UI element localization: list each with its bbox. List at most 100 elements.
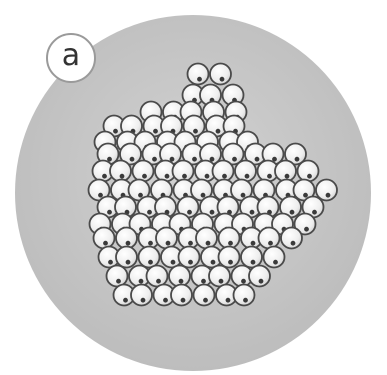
particle-body [194,285,215,306]
particle-dot [255,157,260,162]
particle-dot [187,210,192,215]
particle-body [110,161,131,182]
particle-dot [147,210,152,215]
particle [275,161,296,182]
particle-dot [166,241,171,246]
particle [249,266,270,287]
particle-body [147,266,168,287]
particle-body [316,180,337,201]
particle-dot [123,298,128,303]
particle-dot [267,174,272,179]
particle-dot [307,174,312,179]
particle-dot [206,241,211,246]
particle [234,285,255,306]
particle [259,228,280,249]
particle-dot [148,260,153,265]
particle-dot [259,279,264,284]
particle-dot [138,193,143,198]
particle-body [173,161,194,182]
particle-dot [211,260,216,265]
particle [147,266,168,287]
particle-dot [182,174,187,179]
particle-body [139,247,160,268]
particle-dot [273,260,278,265]
particle [110,161,131,182]
particle [281,228,302,249]
particle [316,180,337,201]
particle [219,247,240,268]
particle-dot [222,174,227,179]
particle-dot [241,193,246,198]
particle-dot [130,157,135,162]
particle-dot [201,279,206,284]
particle-dot [197,77,202,82]
particle [171,285,192,306]
particle-dot [203,298,208,303]
particle [156,228,177,249]
particle-dot [139,279,144,284]
particle-dot [102,174,107,179]
particle-dot [116,279,121,284]
particle-body [298,161,319,182]
particle [235,161,256,182]
particle-dot [181,298,186,303]
particle-dot [295,157,300,162]
particle-dot [107,210,112,215]
particle-dot [226,298,231,303]
particle-dot [220,77,225,82]
particle-dot [188,260,193,265]
particle-body [219,228,240,249]
particle-dot [210,210,215,215]
particle-body [188,64,209,85]
particle-body [171,285,192,306]
particle-dot [201,193,206,198]
particle [179,247,200,268]
particle-dot [290,210,295,215]
particle-body [259,228,280,249]
particle [194,285,215,306]
particle-body [179,247,200,268]
particle [139,247,160,268]
particle-dot [152,157,157,162]
particle-dot [304,227,309,232]
particle-body [249,266,270,287]
particle-body [196,228,217,249]
particle-body [94,228,115,249]
particle-body [234,285,255,306]
particle-body [281,228,302,249]
particle-dot [245,174,250,179]
particle-dot [153,129,158,134]
particle-dot [103,241,108,246]
particle [219,228,240,249]
particle-dot [98,193,103,198]
particle [173,161,194,182]
particle-dot [108,260,113,265]
particle [116,247,137,268]
particle-dot [126,241,131,246]
particle [213,161,234,182]
particle-dot [243,298,248,303]
particle-dot [303,193,308,198]
particle-body [275,161,296,182]
particle [116,228,137,249]
particle-body [156,228,177,249]
particle-body [235,161,256,182]
particle-body [133,161,154,182]
particle-body [116,247,137,268]
particle-dot [165,174,170,179]
particle-body [116,228,137,249]
particle-dot [228,260,233,265]
particle-dot [241,279,246,284]
particle-dot [232,157,237,162]
particle-body [241,247,262,268]
particle-dot [291,241,296,246]
particle [131,285,152,306]
particle-dot [142,174,147,179]
particle [107,266,128,287]
particle [94,228,115,249]
particle-body [209,266,230,287]
particle [169,266,190,287]
particle-dot [326,193,331,198]
particle [188,64,209,85]
